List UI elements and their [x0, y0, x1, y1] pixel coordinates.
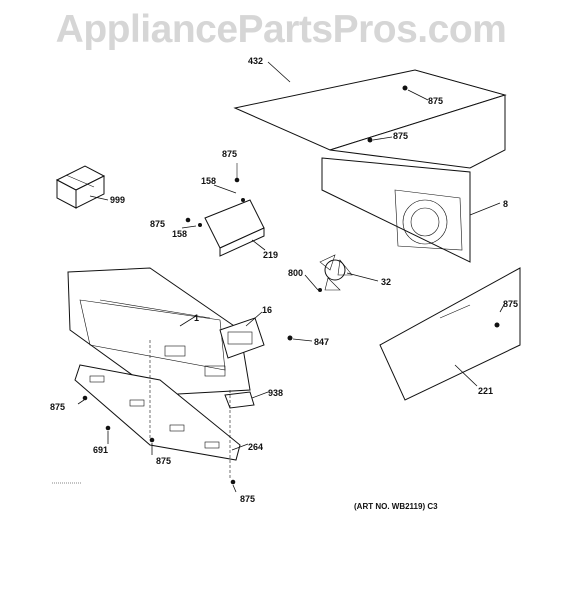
callout-219: 219 — [263, 250, 278, 260]
lower-trim — [74, 364, 241, 461]
control-panel — [67, 267, 251, 396]
watermark: AppliancePartsPros.com — [55, 8, 507, 51]
callout-432: 432 — [248, 56, 263, 66]
end-cap — [224, 391, 255, 409]
callout-691: 691 — [93, 445, 108, 455]
side-panel — [379, 267, 521, 401]
callout-264: 264 — [248, 442, 263, 452]
callout-875: 875 — [50, 402, 65, 412]
callout-16: 16 — [262, 305, 272, 315]
callout-32: 32 — [381, 277, 391, 287]
callout-938: 938 — [268, 388, 283, 398]
callout-875: 875 — [222, 149, 237, 159]
callout-875: 875 — [240, 494, 255, 504]
callout-847: 847 — [314, 337, 329, 347]
top-cover-panel — [233, 69, 507, 169]
callout-8: 8 — [503, 199, 508, 209]
callout-158: 158 — [201, 176, 216, 186]
control-bracket — [185, 163, 265, 257]
callout-875: 875 — [150, 219, 165, 229]
callout-875: 875 — [503, 299, 518, 309]
box-part — [55, 165, 106, 209]
screw-icon — [82, 395, 236, 485]
callout-158: 158 — [172, 229, 187, 239]
callout-875: 875 — [156, 456, 171, 466]
callout-875: 875 — [428, 96, 443, 106]
screw-icon — [367, 85, 408, 143]
callout-1: 1 — [194, 313, 199, 323]
callout-999: 999 — [110, 195, 125, 205]
screw-icon — [287, 335, 293, 341]
art-number: (ART NO. WB2119) C3 — [354, 502, 438, 511]
callout-875: 875 — [393, 131, 408, 141]
rear-panel — [321, 157, 471, 263]
clock-module — [219, 317, 265, 359]
callout-800: 800 — [288, 268, 303, 278]
callout-221: 221 — [478, 386, 493, 396]
fan-motor — [318, 254, 353, 292]
